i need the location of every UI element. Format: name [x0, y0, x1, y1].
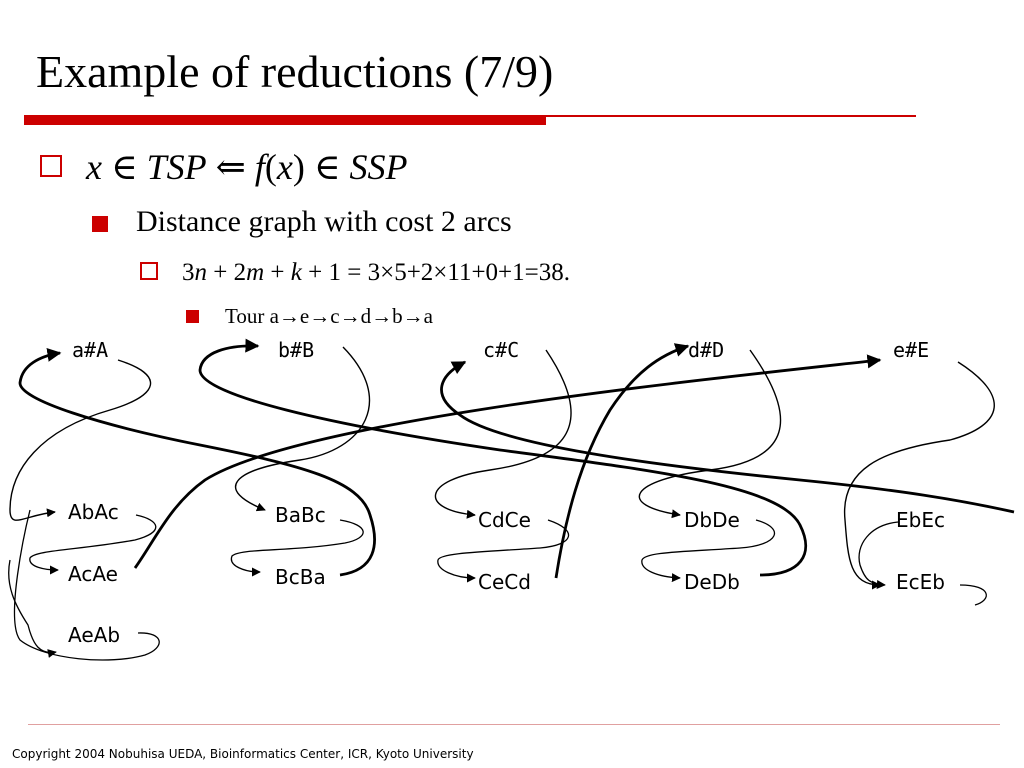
node-AcAe: AcAe	[68, 562, 118, 586]
tour-arc-b-to-a	[18, 347, 376, 577]
node-DbDe: DbDe	[684, 508, 740, 532]
arc-b-to-BaBc	[234, 346, 371, 512]
copyright-text: Copyright 2004 Nobuhisa UEDA, Bioinforma…	[12, 747, 474, 761]
arc-DbDe-to-DeDb	[641, 519, 776, 583]
bullet-marker-open-square	[40, 155, 62, 177]
node-EcEb: EcEb	[896, 570, 945, 594]
arc-c-to-CdCe	[434, 349, 572, 519]
arc-AeAb-to-AbAc	[13, 509, 160, 661]
tour-arc-d-to-b	[198, 338, 807, 577]
bullet-distance-graph: Distance graph with cost 2 arcs	[136, 205, 512, 238]
footer-divider	[28, 724, 1000, 725]
tour-arc-a-to-e	[133, 354, 882, 569]
tour-arc-e-to-c	[440, 360, 1015, 514]
arc-AbAc-to-AcAe	[29, 514, 157, 575]
node-BcBa: BcBa	[275, 565, 326, 589]
node-d: d#D	[688, 338, 725, 362]
arc-EbEc-to-EcEb	[858, 521, 899, 589]
bullet-cost-formula: 3n + 2m + k + 1 = 3×5+2×11+0+1=38.	[182, 259, 571, 286]
bullet-marker-filled-square	[92, 216, 108, 232]
tour-arc-c-to-d	[554, 343, 690, 579]
bullet-tour: Tour a→e→c→d→b→a	[225, 304, 433, 328]
node-e: e#E	[893, 338, 930, 362]
arc-BaBc-to-BcBa	[230, 519, 364, 577]
bullet-reduction: x ∈ TSP ⇐ f(x) ∈ SSP	[86, 147, 408, 187]
bullet-marker-open-square	[140, 262, 158, 280]
arc-CdCe-to-CeCd	[437, 519, 570, 583]
node-c: c#C	[483, 338, 520, 362]
title-underline-thin	[546, 115, 916, 117]
node-EbEc: EbEc	[896, 508, 945, 532]
node-a: a#A	[72, 338, 109, 362]
node-b: b#B	[278, 338, 315, 362]
node-CdCe: CdCe	[478, 508, 531, 532]
node-BaBc: BaBc	[275, 503, 326, 527]
arc-a-to-AbAc	[9, 359, 152, 521]
node-AeAb: AeAb	[68, 623, 121, 647]
node-CeCd: CeCd	[478, 570, 531, 594]
arc-AcAe-to-AeAb	[8, 559, 57, 658]
title-underline-thick	[24, 115, 546, 125]
node-AbAc: AbAc	[68, 500, 119, 524]
arc-EcEb-tail	[959, 584, 987, 606]
slide-title: Example of reductions (7/9)	[36, 46, 554, 97]
bullet-marker-filled-square	[186, 310, 199, 323]
node-DeDb: DeDb	[684, 570, 740, 594]
arc-e-to-EcEb	[843, 361, 995, 590]
